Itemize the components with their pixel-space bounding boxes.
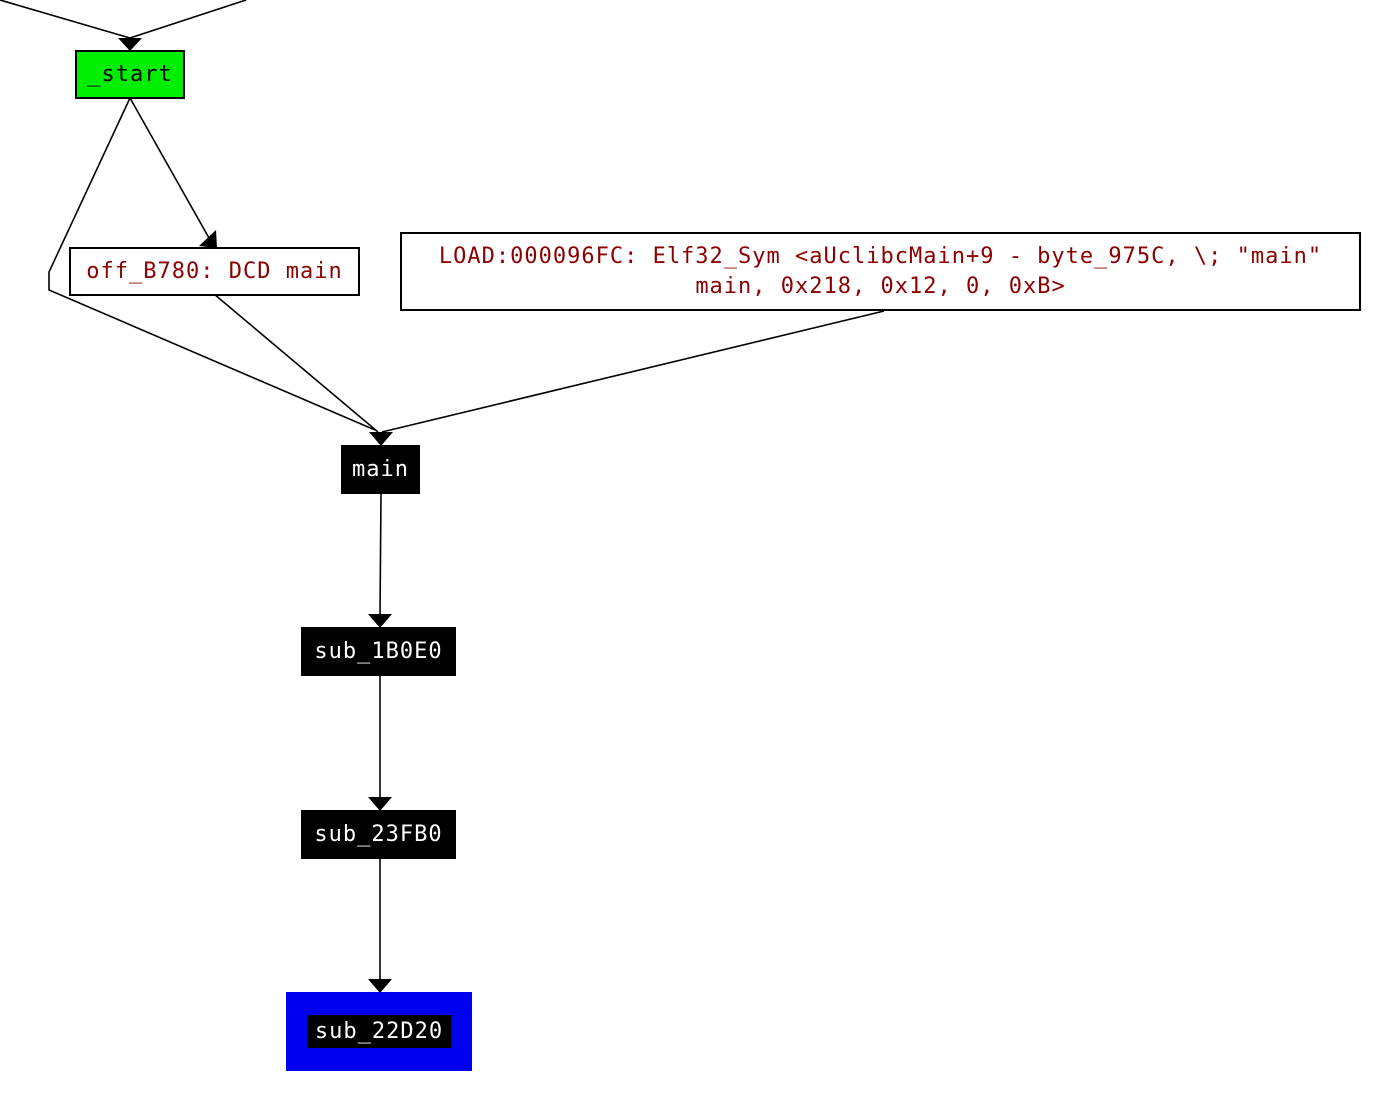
node-sub-22d20[interactable]: sub_22D20 [286, 992, 472, 1071]
edge-main-sub-1b0e0 [379, 492, 382, 617]
node-sub-23fb0[interactable]: sub_23FB0 [301, 810, 456, 859]
node-load-sym-line2: main, 0x218, 0x12, 0, 0xB> [695, 273, 1066, 299]
node-sub-22d20-label: sub_22D20 [306, 1015, 452, 1048]
node-start-label: _start [87, 62, 173, 87]
node-off-b780[interactable]: off_B780: DCD main [69, 247, 360, 296]
node-load-sym-line1: LOAD:000096FC: Elf32_Sym <aUclibcMain+9 … [438, 243, 1323, 269]
arrowhead-main [369, 432, 393, 446]
edge-off-b780-main [213, 293, 379, 433]
node-sub-1b0e0-label: sub_1B0E0 [314, 639, 443, 664]
node-off-b780-label: off_B780: DCD main [86, 259, 343, 284]
node-main[interactable]: main [341, 445, 420, 494]
node-sub-23fb0-label: sub_23FB0 [314, 822, 443, 847]
node-main-label: main [352, 457, 409, 482]
edge-in-start-left [0, 0, 131, 39]
arrowhead-off-b780 [199, 230, 217, 248]
node-sub-1b0e0[interactable]: sub_1B0E0 [301, 627, 456, 676]
arrowhead-sub-1b0e0 [368, 614, 392, 628]
edge-in-start-right [129, 0, 247, 39]
node-load-sym[interactable]: LOAD:000096FC: Elf32_Sym <aUclibcMain+9 … [400, 232, 1361, 311]
arrowhead-sub-22d20 [368, 979, 392, 993]
arrowhead-sub-23fb0 [368, 797, 392, 811]
edge-start-main [48, 97, 376, 431]
node-start[interactable]: _start [75, 50, 185, 99]
edge-start-off-b780 [129, 97, 210, 239]
edge-load-sym-main [381, 310, 885, 433]
arrowhead-start [118, 38, 142, 51]
